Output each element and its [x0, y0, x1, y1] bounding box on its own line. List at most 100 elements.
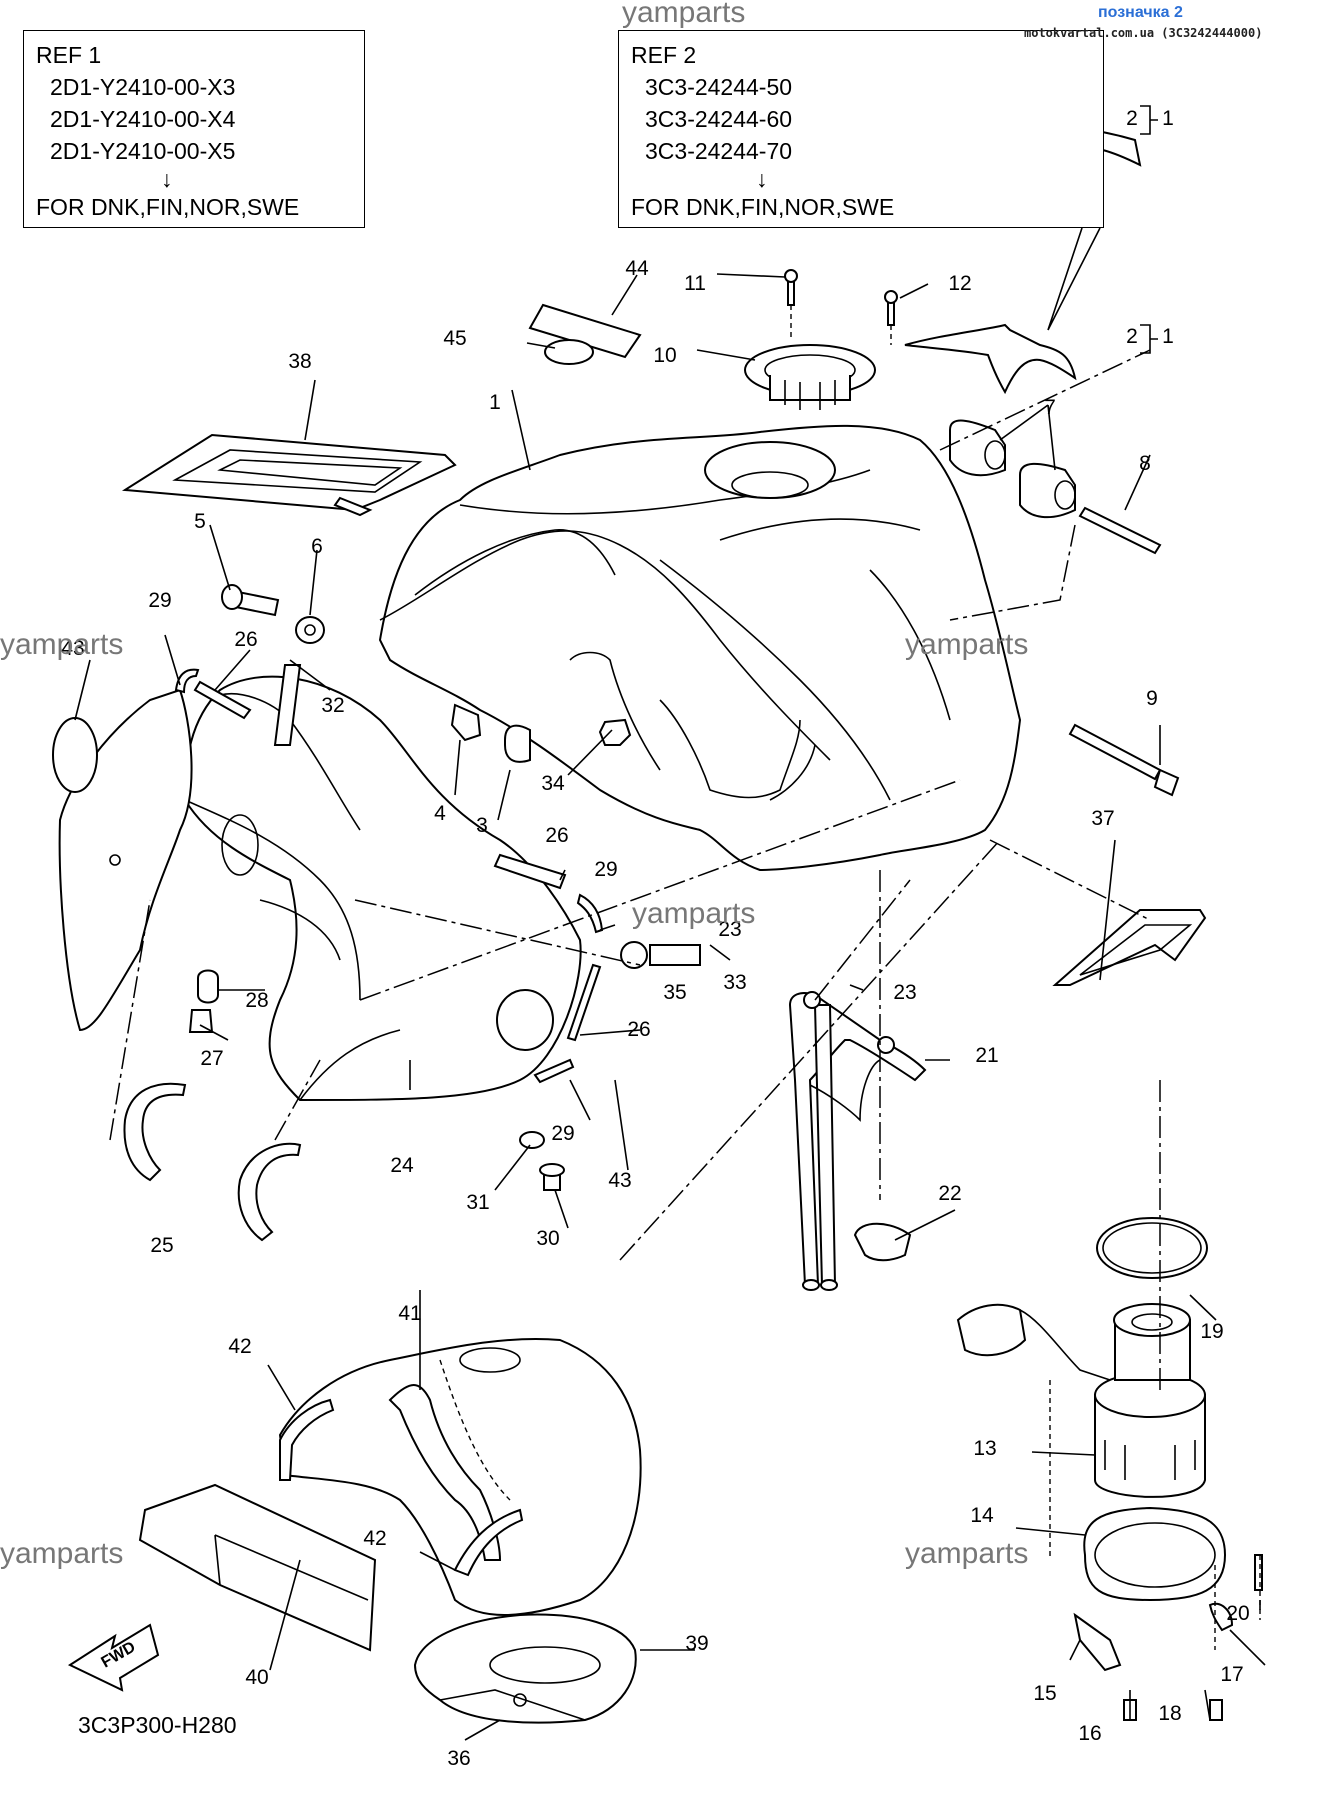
callout-1: 1	[1162, 325, 1174, 348]
callout-8: 8	[1139, 452, 1151, 475]
fwd-arrow: FWD	[67, 1623, 160, 1692]
ref1-title: REF 1	[36, 42, 102, 68]
callout-29: 29	[594, 858, 617, 881]
nut-34	[598, 718, 632, 746]
callout-29: 29	[551, 1122, 574, 1145]
callout-bracket	[1140, 324, 1158, 354]
site-line: motokvartal.com.ua (3C3242444000)	[1024, 26, 1263, 40]
filler-neck	[704, 441, 836, 499]
callout-2: 2	[1126, 325, 1138, 348]
ref1-box: REF 1 2D1-Y2410-00-X3 2D1-Y2410-00-X4 2D…	[23, 30, 365, 228]
sheet-40	[138, 1483, 377, 1652]
washer-35	[620, 941, 648, 969]
cap-43a	[496, 989, 554, 1051]
callout-26: 26	[627, 1018, 650, 1041]
callout-4: 4	[434, 802, 446, 825]
callout-9: 9	[1146, 687, 1158, 710]
callout-24: 24	[390, 1154, 414, 1177]
watermark-right-2: yamparts	[905, 1537, 1029, 1570]
bolt-9	[1068, 723, 1162, 781]
fuel-pump-13	[1094, 1394, 1206, 1498]
ref2-part-1: 3C3-24244-50	[645, 74, 793, 100]
washer-31	[519, 1131, 545, 1149]
callout-1: 1	[1162, 107, 1174, 130]
pad-39	[413, 1613, 637, 1724]
callout-36: 36	[447, 1747, 470, 1770]
screw-18	[1209, 1699, 1223, 1721]
clamp-22	[853, 1222, 912, 1262]
seal-25a	[123, 1082, 187, 1182]
callout-43: 43	[61, 637, 84, 660]
callout-31: 31	[466, 1191, 489, 1214]
ref1-arrow: ↓	[161, 166, 173, 192]
ref2-title: REF 2	[631, 42, 697, 68]
callout-42: 42	[363, 1527, 386, 1550]
callout-bracket	[1140, 105, 1158, 135]
strip-26a	[193, 680, 252, 720]
callout-25: 25	[150, 1234, 173, 1257]
callout-23: 23	[893, 981, 916, 1004]
callout-11: 11	[684, 272, 706, 295]
callout-28: 28	[245, 989, 268, 1012]
retainer-plate-14	[1083, 1506, 1227, 1602]
damper-7a	[949, 419, 1006, 477]
callout-27: 27	[200, 1047, 223, 1070]
badge: позначка 2	[1098, 4, 1183, 21]
callout-38: 38	[288, 350, 311, 373]
label-sticker-44	[528, 303, 642, 359]
callout-43: 43	[608, 1169, 631, 1192]
callout-45: 45	[443, 327, 466, 350]
pin-8	[1078, 506, 1162, 555]
ref2-part-3: 3C3-24244-70	[645, 138, 793, 164]
watermark-right-1: yamparts	[905, 628, 1029, 661]
ref1-part-2: 2D1-Y2410-00-X4	[50, 106, 236, 132]
callout-1: 1	[489, 391, 501, 414]
clip-29a	[174, 668, 200, 694]
callout-26: 26	[234, 628, 257, 651]
callout-3: 3	[476, 814, 488, 837]
trim-41	[388, 1384, 502, 1561]
seal-25b	[237, 1142, 302, 1242]
callout-19: 19	[1200, 1320, 1223, 1343]
sticker-45	[544, 339, 594, 365]
watermark-center: yamparts	[632, 897, 756, 930]
callout-42: 42	[228, 1335, 251, 1358]
callout-20: 20	[1226, 1602, 1249, 1625]
fuel-tank-1	[378, 424, 1022, 872]
collar-27	[188, 1009, 214, 1033]
strip-26c	[566, 963, 602, 1042]
washer-6	[295, 616, 325, 644]
callout-34: 34	[541, 772, 565, 795]
damper-7b	[1019, 462, 1076, 519]
callout-7: 7	[1044, 396, 1056, 419]
diagram-code: 3C3P300-H280	[78, 1712, 237, 1738]
callout-12: 12	[948, 272, 971, 295]
grommet-28	[197, 969, 219, 1004]
bracket-4	[450, 703, 482, 742]
watermark-left-2: yamparts	[0, 1537, 124, 1570]
bolt-32	[273, 664, 302, 746]
callout-15: 15	[1033, 1682, 1056, 1705]
ref1-note: FOR DNK,FIN,NOR,SWE	[36, 194, 300, 220]
emblem-2-lower	[904, 323, 1077, 395]
callout-37: 37	[1091, 807, 1114, 830]
clip-29c	[533, 1058, 575, 1084]
callout-32: 32	[321, 694, 344, 717]
callout-33: 33	[723, 971, 746, 994]
ref2-note: FOR DNK,FIN,NOR,SWE	[631, 194, 895, 220]
bracket-15	[1073, 1612, 1122, 1672]
callout-35: 35	[663, 981, 686, 1004]
ref2-box: REF 2 3C3-24244-50 3C3-24244-60 3C3-2424…	[618, 30, 1104, 228]
cap-43b	[52, 717, 98, 793]
ref2-arrow: ↓	[756, 166, 768, 192]
watermark-top: yamparts	[622, 0, 746, 29]
grommet-3	[504, 724, 531, 763]
callout-10: 10	[653, 344, 676, 367]
trim-42a	[279, 1398, 335, 1481]
callout-16: 16	[1078, 1722, 1101, 1745]
bolt-33	[649, 944, 701, 966]
callout-5: 5	[194, 510, 206, 533]
